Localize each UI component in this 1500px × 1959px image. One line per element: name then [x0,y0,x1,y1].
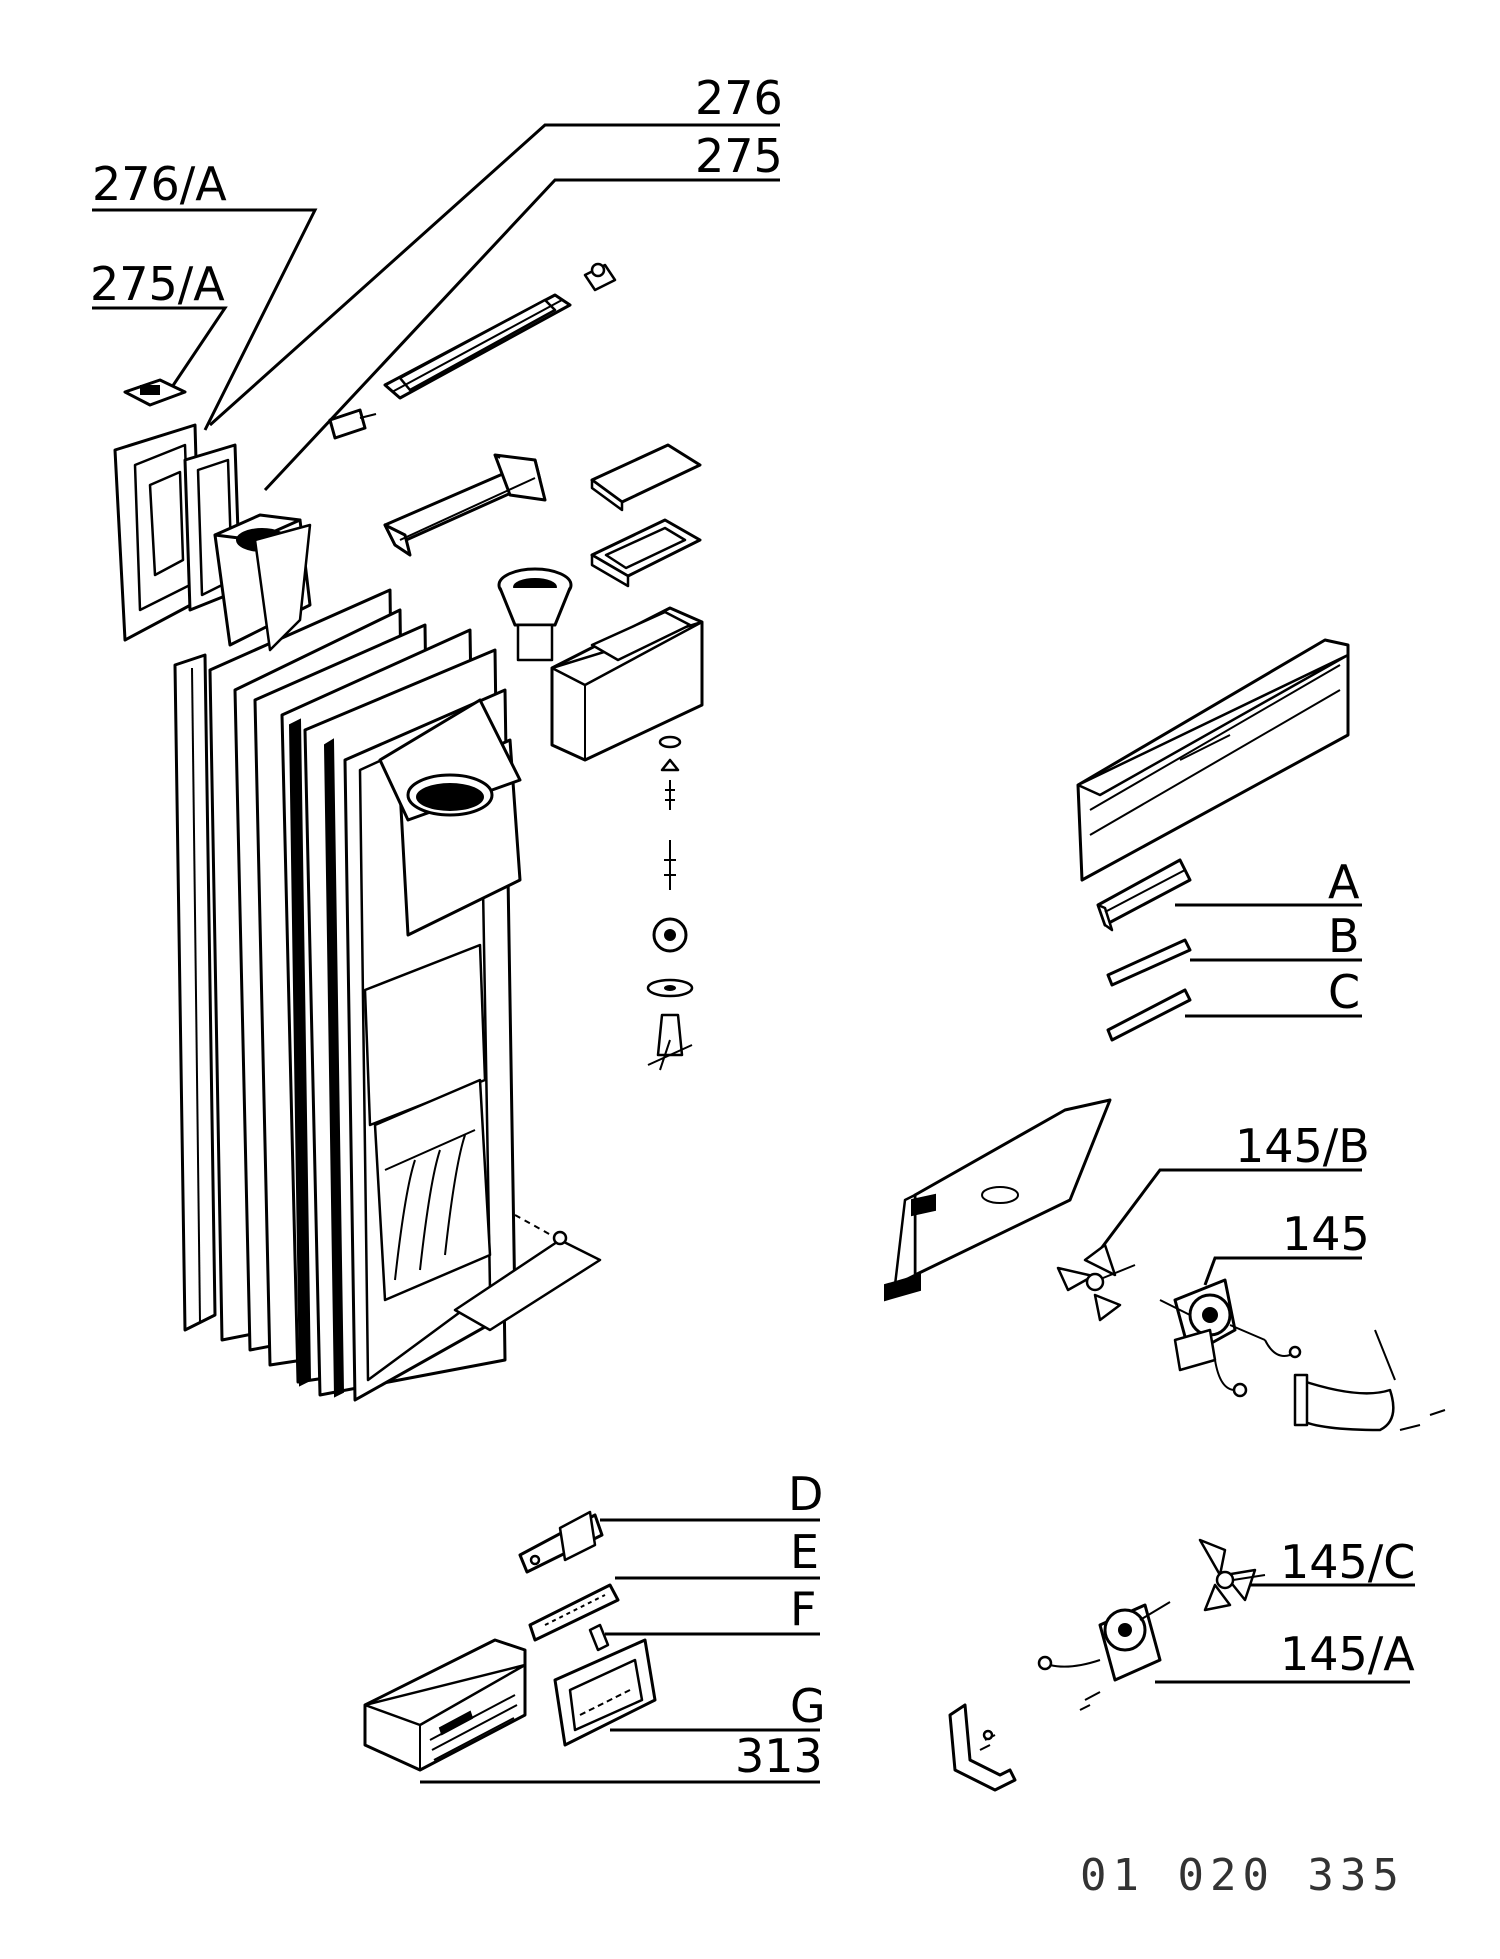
part-ice-box [550,606,704,762]
drip-tray-plate [453,1238,602,1332]
part-c-strip [1106,988,1192,1042]
callout-276a: 276/A [92,157,318,431]
part-b-strip [1106,938,1192,987]
part-frame-cover [590,518,702,588]
callout-275: 275 [263,129,783,492]
label-b: B [1328,909,1360,963]
callout-b: B [1190,909,1362,963]
part-rear-panel [1076,638,1350,882]
label-e: E [790,1525,819,1579]
part-f-clip [588,1623,610,1652]
dispenser-recess-lower [373,1078,492,1302]
label-145b: 145/B [1235,1119,1370,1173]
part-d-lever [518,1510,604,1574]
label-276a: 276/A [92,157,227,211]
part-small-clip-top [583,262,617,292]
part-fan-motor-145 [1159,1278,1302,1398]
callout-c: C [1185,965,1362,1019]
part-313-tray [363,1638,527,1772]
label-313: 313 [735,1729,823,1783]
part-fan-blade-145b [1056,1243,1136,1322]
label-145a: 145/A [1280,1627,1415,1681]
leader-276a [92,208,318,431]
door-gasket-edge-2 [323,738,345,1398]
callout-276: 276 [208,71,783,427]
callout-f: F [605,1582,820,1636]
part-g-frame [553,1638,657,1747]
callout-145c: 145/C [1245,1535,1415,1589]
label-f: F [790,1582,816,1636]
callout-g: G [610,1679,826,1733]
part-a-channel [1096,858,1192,932]
part-flat-cover [590,443,702,512]
part-auger-stack [646,735,694,1071]
dispenser-chute-hole-dark [416,783,484,811]
door-gasket-edge [288,718,312,1387]
part-fan-shroud [884,1098,1112,1302]
part-fan-motor-145a [1037,1601,1171,1711]
leader-275 [263,178,780,492]
part-fan-blade-145c [1198,1538,1266,1612]
part-e-strip [528,1583,620,1642]
leader-275a [92,306,228,391]
label-145c: 145/C [1280,1535,1415,1589]
part-funnel [497,567,573,662]
label-275a: 275/A [90,257,225,311]
door-mid-panel [363,943,487,1127]
label-276: 276 [695,71,783,125]
label-d: D [788,1467,823,1521]
callout-e: E [615,1525,820,1580]
leader-276 [208,123,780,427]
part-motor-bracket-lower [948,1703,1017,1792]
part-275-chute [213,513,312,652]
label-275: 275 [695,129,783,183]
leader-145 [1203,1256,1362,1286]
part-top-rail [383,293,572,400]
part-276a-panel [113,423,202,642]
part-bracket-u [383,453,547,557]
label-a: A [1328,855,1360,909]
callout-313: 313 [420,1729,823,1784]
part-small-hinge [328,408,377,440]
part-motor-bracket [1293,1329,1446,1432]
callout-145: 145 [1203,1207,1370,1286]
dispenser-ribs [384,1129,476,1281]
label-g: G [790,1679,826,1733]
document-code: 01 020 335 [1080,1850,1405,1901]
leader-145b [1098,1168,1362,1251]
callout-145b: 145/B [1098,1119,1370,1251]
label-145: 145 [1282,1207,1370,1261]
callout-275a: 275/A [90,257,228,391]
part-275a-cover [123,378,187,407]
door-assembly [173,588,602,1402]
callout-a: A [1175,855,1362,909]
label-c: C [1328,965,1360,1019]
callout-d: D [600,1467,823,1522]
callout-145a: 145/A [1155,1627,1415,1684]
